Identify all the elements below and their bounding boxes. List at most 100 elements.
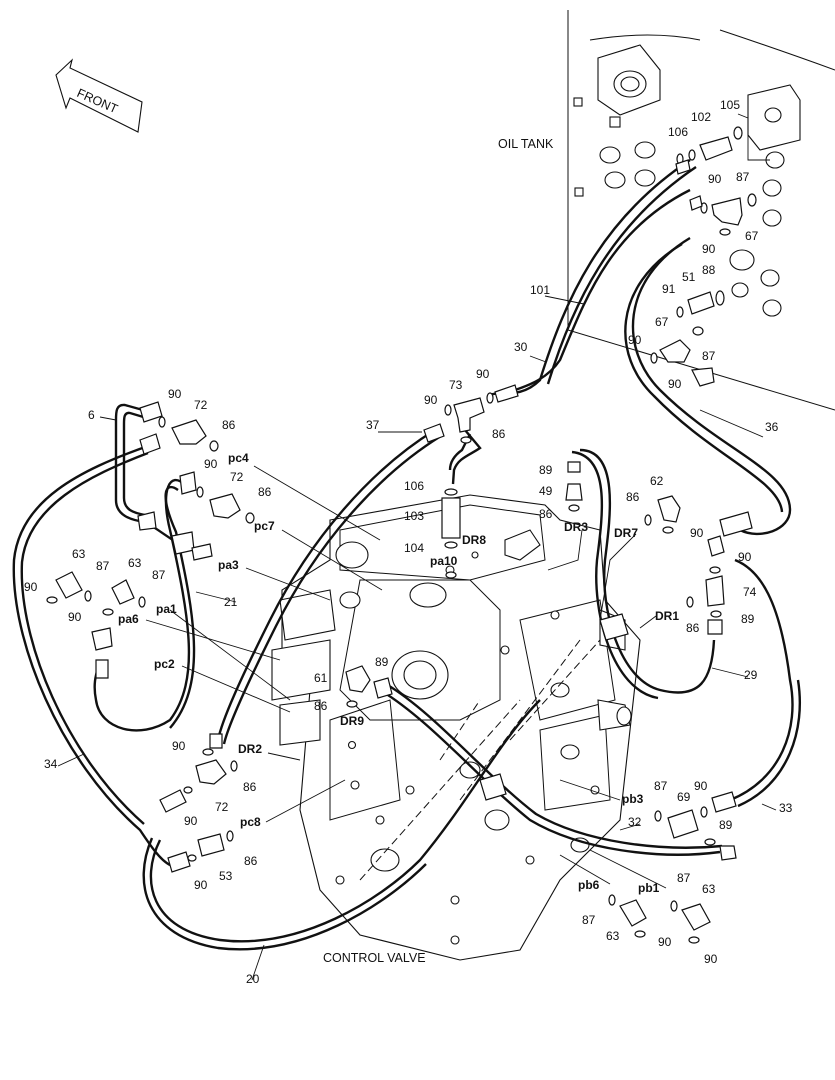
part-label: 6 [88,408,95,422]
part-label: 103 [404,509,424,523]
part-label: 90 [738,550,752,564]
part-label: pb3 [622,792,644,806]
fitting-72-second [209,493,241,519]
part-label: 37 [366,418,380,432]
part-label: 29 [744,668,758,682]
fitting-63-second [111,579,135,605]
oil-tank [567,10,835,411]
leader-lines [57,113,777,981]
part-label: 87 [152,568,166,582]
part-label: DR3 [564,520,588,534]
hose-34 [12,444,171,867]
part-label: pc7 [254,519,275,533]
hose-101b [546,166,697,385]
part-label: 106 [668,125,688,139]
part-label: 86 [314,699,328,713]
tank-ports [573,97,785,317]
part-label: 90 [194,878,208,892]
fitting-73 [453,397,485,433]
part-label: 33 [779,801,793,815]
control-valve-label: CONTROL VALVE [323,951,426,965]
hoses [12,159,802,951]
part-label: pc4 [228,451,249,465]
fitting-51 [687,291,715,315]
part-label: 89 [741,612,755,626]
fitting-69 [667,809,699,839]
part-label: 88 [702,263,716,277]
fitting-102 [699,136,733,161]
part-label: DR1 [655,609,679,623]
part-label: 62 [650,474,664,488]
part-label: 90 [184,814,198,828]
hose-32 [379,688,721,856]
part-label: 90 [172,739,186,753]
hidden-lines [359,639,601,881]
part-label: 51 [682,270,696,284]
part-label: 87 [654,779,668,793]
part-label: 87 [677,871,691,885]
part-label: 87 [736,170,750,184]
fitting-63-left [55,571,83,599]
part-label: 86 [492,427,506,441]
part-label: 53 [219,869,233,883]
part-label: DR2 [238,742,262,756]
fitting-53 [197,833,225,857]
part-label: 91 [662,282,676,296]
part-label: 72 [194,398,208,412]
part-label: 105 [720,98,740,112]
fitting-72-lower [195,759,227,785]
part-label: 74 [743,585,757,599]
hose-30 [514,188,691,392]
part-label: 86 [244,854,258,868]
part-label: 72 [215,800,229,814]
part-label: 72 [230,470,244,484]
part-label: 89 [719,818,733,832]
part-label: 90 [168,387,182,401]
part-label: 67 [745,229,759,243]
part-label: DR7 [614,526,638,540]
part-label: 90 [702,242,716,256]
part-label: 86 [222,418,236,432]
part-label: 86 [686,621,700,635]
part-label: pc8 [240,815,261,829]
oil-tank-label: OIL TANK [498,137,554,151]
part-label: pa6 [118,612,139,626]
part-label: 86 [539,507,553,521]
hose-73-103 [451,429,482,485]
fitting-62 [657,495,681,523]
part-label: pc2 [154,657,175,671]
part-label: 32 [628,815,642,829]
part-label: 106 [404,479,424,493]
part-label: pa3 [218,558,239,572]
part-label: 90 [68,610,82,624]
part-label: 87 [702,349,716,363]
part-label: 86 [258,485,272,499]
part-label: 90 [628,333,642,347]
part-label: pa1 [156,602,177,616]
part-label: pb6 [578,878,600,892]
part-label: 90 [658,935,672,949]
part-label: 63 [72,547,86,561]
part-label: 86 [243,780,257,794]
part-label: 90 [424,393,438,407]
part-label: 63 [128,556,142,570]
part-label: 20 [246,972,260,986]
part-label: 30 [514,340,528,354]
part-label: 63 [702,882,716,896]
part-label: 36 [765,420,779,434]
part-label: 102 [691,110,711,124]
part-label: pa10 [430,554,458,568]
part-label: 90 [204,457,218,471]
part-label: 90 [708,172,722,186]
part-label: 90 [704,952,718,966]
part-label: 101 [530,283,550,297]
part-label: 63 [606,929,620,943]
hose-37 [216,428,436,741]
hose-20 [149,699,541,943]
fitting-63-lower-left [619,899,647,927]
fitting-49 [565,483,583,501]
part-label: 89 [539,463,553,477]
fitting-67-top [711,197,743,226]
